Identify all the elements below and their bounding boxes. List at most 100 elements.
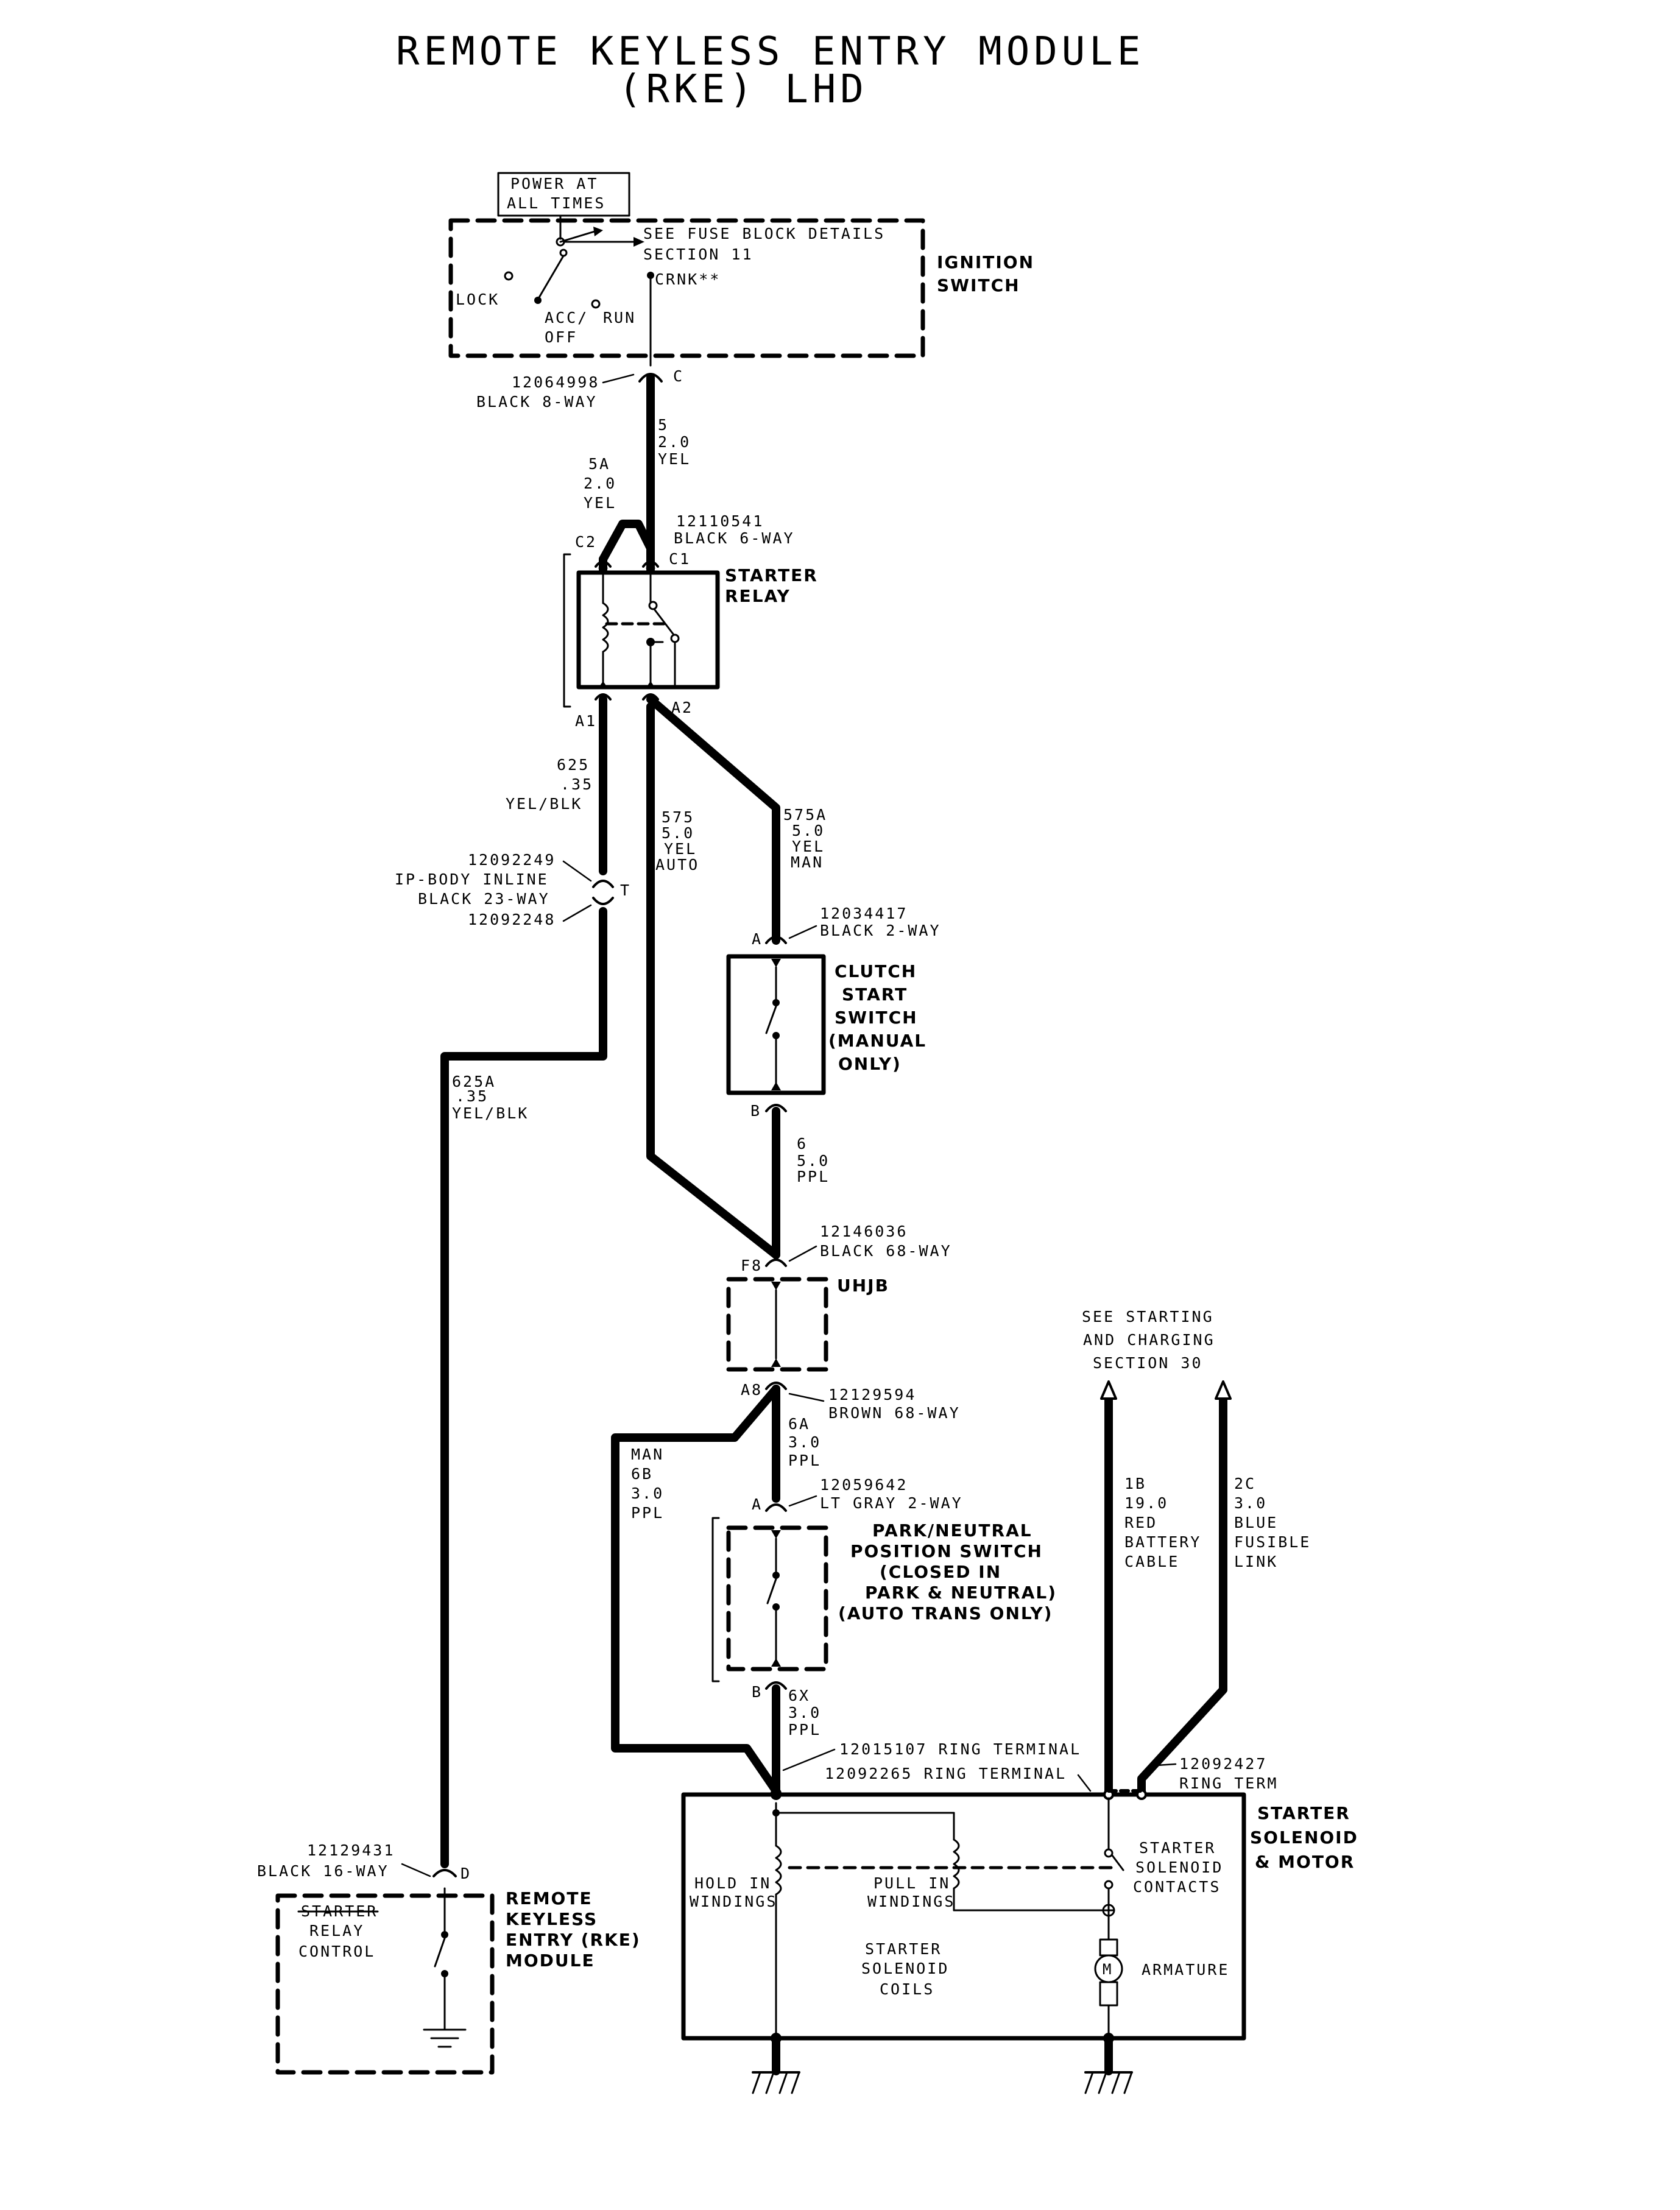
pnp-title-line5: (AUTO TRANS ONLY) bbox=[838, 1603, 1053, 1623]
diagram-title-line1: REMOTE KEYLESS ENTRY MODULE bbox=[396, 29, 1145, 74]
clutch-pin-a: A bbox=[752, 930, 763, 948]
rke-conn-pin: D bbox=[461, 1865, 471, 1882]
ign-lock-label: LOCK bbox=[456, 291, 499, 308]
ign-off-label: OFF bbox=[545, 328, 577, 346]
wire-5a-circuit: 5A bbox=[588, 455, 610, 473]
see-starting-line3: SECTION 30 bbox=[1093, 1354, 1203, 1372]
clutch-title-line3: SWITCH bbox=[835, 1008, 918, 1028]
ip-part-top: 12092249 bbox=[468, 851, 556, 869]
wire-625a-gauge: .35 bbox=[456, 1087, 489, 1105]
pull-in-line2: WINDINGS bbox=[867, 1893, 955, 1910]
pnp-switch-housing bbox=[726, 1525, 828, 1672]
ignition-switch-housing bbox=[448, 218, 925, 358]
rke-title-line2: KEYLESS bbox=[506, 1909, 598, 1929]
see-starting-line1: SEE STARTING bbox=[1082, 1308, 1214, 1326]
rke-module: 12129431 BLACK 16-WAY D STARTER RELAY CO… bbox=[257, 1841, 640, 2075]
power-at-all-times-box bbox=[497, 172, 630, 217]
ring-terminal-2: 12092265 RING TERMINAL bbox=[825, 1765, 1067, 1782]
pnp-conn-part: 12059642 bbox=[820, 1476, 908, 1494]
uhjb-title: UHJB bbox=[837, 1276, 889, 1296]
wire-6x-gauge: 3.0 bbox=[788, 1704, 821, 1721]
clutch-title-line1: CLUTCH bbox=[835, 961, 917, 981]
wire-625-circuit: 625 bbox=[557, 756, 590, 774]
wire-1b-type2: CABLE bbox=[1124, 1553, 1179, 1570]
rke-internal-line2: RELAY bbox=[309, 1922, 364, 1940]
ground-left bbox=[752, 2033, 800, 2094]
ignition-switch-title-line1: IGNITION bbox=[937, 252, 1034, 272]
uhjb-f8-part: 12146036 bbox=[820, 1223, 908, 1240]
wire-6a-color: PPL bbox=[788, 1452, 821, 1469]
wire-2c-gauge: 3.0 bbox=[1234, 1494, 1267, 1512]
wire-2c-color: BLUE bbox=[1234, 1514, 1278, 1531]
starter-motor-title-line1: STARTER bbox=[1257, 1803, 1350, 1823]
clutch-title-line5: ONLY) bbox=[838, 1054, 902, 1074]
wire-5a bbox=[599, 520, 655, 563]
wire-5a-gauge: 2.0 bbox=[584, 475, 616, 492]
wire-575a-color: YEL bbox=[792, 838, 825, 855]
ip-body-inline-connector: 12092249 IP-BODY INLINE BLACK 23-WAY 120… bbox=[395, 851, 631, 928]
contacts-line1: STARTER bbox=[1139, 1839, 1216, 1857]
wire-2c-type1: FUSIBLE bbox=[1234, 1533, 1311, 1551]
ip-desc-line1: IP-BODY INLINE bbox=[395, 870, 549, 888]
armature-label: ARMATURE bbox=[1142, 1961, 1229, 1979]
wire-5-color: YEL bbox=[658, 450, 691, 468]
pnp-conn-desc: LT GRAY 2-WAY bbox=[820, 1494, 963, 1512]
ring-terminal-3-desc: RING TERM bbox=[1179, 1774, 1278, 1792]
wire-575a-circuit: 575A bbox=[783, 806, 827, 824]
ignition-switch-title-line2: SWITCH bbox=[937, 275, 1020, 295]
contacts-line3: CONTACTS bbox=[1133, 1878, 1221, 1896]
rke-title-line1: REMOTE bbox=[506, 1888, 593, 1908]
power-label-line1: POWER AT bbox=[510, 175, 598, 192]
clutch-start-switch: 12034417 BLACK 2-WAY A B CLUTCH START SW… bbox=[726, 905, 941, 1120]
wire-5-circuit: 5 bbox=[658, 416, 669, 434]
wire-625-gauge: .35 bbox=[560, 775, 593, 793]
wire-575a-option: MAN bbox=[791, 853, 824, 871]
uhjb-a8-part: 12129594 bbox=[828, 1386, 916, 1403]
starter-solenoid-motor: M HOLD IN WINDINGS PULL IN WINDINGS STAR… bbox=[681, 1789, 1357, 2041]
ign-conn-part: 12064998 bbox=[512, 373, 599, 391]
rke-module-housing bbox=[275, 1893, 495, 2075]
relay-c1-part: 12110541 bbox=[676, 512, 764, 530]
uhjb-housing bbox=[726, 1277, 828, 1372]
wire-1b-gauge: 19.0 bbox=[1124, 1494, 1168, 1512]
relay-a1-pin: A1 bbox=[575, 712, 597, 730]
rke-internal-line3: CONTROL bbox=[298, 1943, 375, 1960]
starter-motor-housing bbox=[681, 1792, 1246, 2041]
wire-6b bbox=[611, 1385, 780, 1795]
wire-625-color: YEL/BLK bbox=[506, 795, 582, 813]
rke-title-line4: MODULE bbox=[506, 1951, 595, 1971]
uhjb-f8-desc: BLACK 68-WAY bbox=[820, 1242, 952, 1260]
pnp-title-line4: PARK & NEUTRAL) bbox=[865, 1583, 1057, 1603]
wire-6a-gauge: 3.0 bbox=[788, 1433, 821, 1451]
relay-c1-desc: BLACK 6-WAY bbox=[674, 529, 795, 547]
wire-5a-color: YEL bbox=[584, 494, 616, 512]
park-neutral-position-switch: 12059642 LT GRAY 2-WAY A B PARK/NEUTRAL … bbox=[711, 1476, 1057, 1701]
ring-terminal-3-part: 12092427 bbox=[1179, 1755, 1267, 1773]
pnp-title-line3: (CLOSED IN bbox=[880, 1562, 1001, 1582]
wire-575a bbox=[646, 695, 780, 918]
wire-2c bbox=[1137, 1391, 1227, 1795]
uhjb: 12146036 BLACK 68-WAY F8 A8 12129594 BRO… bbox=[726, 1223, 959, 1422]
clutch-conn-desc: BLACK 2-WAY bbox=[820, 922, 941, 939]
wire-575-gauge: 5.0 bbox=[662, 824, 694, 842]
clutch-conn-part: 12034417 bbox=[820, 905, 908, 922]
see-starting-line2: AND CHARGING bbox=[1083, 1331, 1215, 1349]
wire-2c-type2: LINK bbox=[1234, 1553, 1278, 1570]
wire-6b-gauge: 3.0 bbox=[631, 1485, 664, 1502]
motor-symbol: M bbox=[1103, 1961, 1111, 1978]
fuse-note-line2: SECTION 11 bbox=[643, 245, 754, 263]
wire-6x-color: PPL bbox=[788, 1721, 821, 1739]
pnp-pin-b: B bbox=[752, 1683, 763, 1701]
ip-pin: T bbox=[620, 881, 631, 899]
wire-575a-gauge: 5.0 bbox=[792, 822, 825, 839]
diagram-title-line2: (RKE) LHD bbox=[618, 67, 868, 112]
ground-right bbox=[1084, 2033, 1133, 2094]
relay-c2-pin: C2 bbox=[575, 533, 597, 551]
rke-conn-desc: BLACK 16-WAY bbox=[257, 1862, 389, 1880]
wire-2c-circuit: 2C bbox=[1234, 1475, 1256, 1492]
coils-line1: STARTER bbox=[865, 1940, 942, 1958]
relay-a2-pin: A2 bbox=[671, 699, 693, 716]
wire-6-circuit: 6 bbox=[797, 1135, 808, 1153]
ring-terminal-1: 12015107 RING TERMINAL bbox=[839, 1740, 1081, 1758]
clutch-pin-b: B bbox=[750, 1102, 761, 1120]
